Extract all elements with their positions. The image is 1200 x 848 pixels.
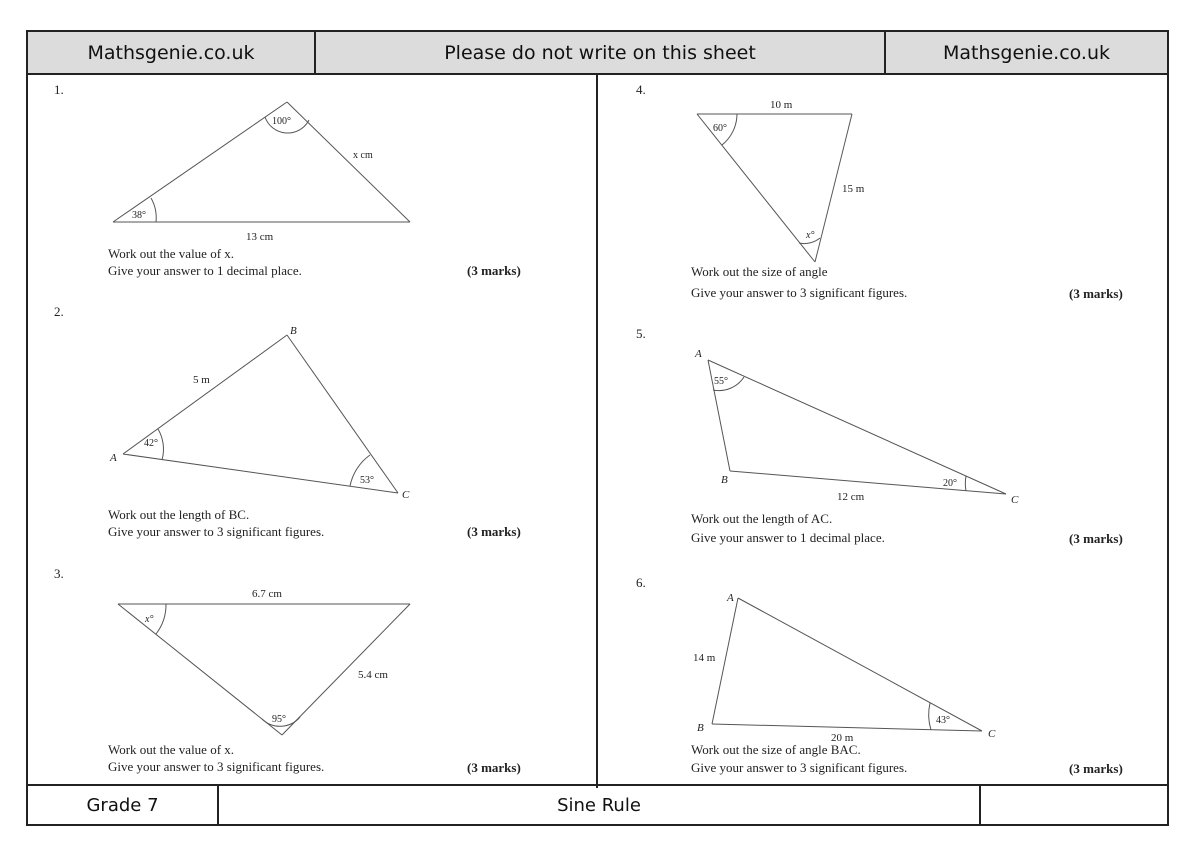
side-label: 20 m [831, 732, 854, 744]
vertex-label: B [290, 325, 297, 337]
angle-label: 38° [132, 210, 146, 221]
angle-label: 100° [272, 116, 291, 127]
vertex-label: C [402, 489, 410, 501]
header-left-site: Mathsgenie.co.uk [28, 32, 316, 73]
angle-label: 42° [144, 438, 158, 449]
question-instruction: Give your answer to 3 significant figure… [691, 285, 908, 300]
side-label: 6.7 cm [252, 588, 282, 600]
question-instruction: Give your answer to 1 decimal place. [108, 263, 302, 278]
vertex-label: A [109, 452, 117, 464]
footer-bar: Grade 7 Sine Rule [28, 784, 1167, 824]
angle-label: 55° [714, 376, 728, 387]
column-divider [596, 73, 598, 788]
question-number: 6. [636, 575, 646, 590]
question-number: 1. [54, 82, 64, 97]
angle-label: 20° [943, 478, 957, 489]
question-instruction: Give your answer to 3 significant figure… [108, 524, 325, 539]
question-number: 2. [54, 304, 64, 319]
angle-label: 43° [936, 715, 950, 726]
question-instruction: Give your answer to 1 decimal place. [691, 530, 885, 545]
marks-label: (3 marks) [467, 760, 521, 775]
question-instruction: Give your answer to 3 significant figure… [108, 759, 325, 774]
marks-label: (3 marks) [1069, 531, 1123, 546]
side-label: 5.4 cm [358, 669, 388, 681]
question-number: 3. [54, 566, 64, 581]
question-instruction: Work out the length of AC. [691, 511, 833, 526]
marks-label: (3 marks) [1069, 286, 1123, 301]
side-label: x cm [353, 150, 373, 161]
marks-label: (3 marks) [1069, 761, 1123, 776]
side-label: 10 m [770, 99, 793, 111]
vertex-label: B [721, 474, 728, 486]
vertex-label: A [726, 592, 734, 604]
question-number: 4. [636, 82, 646, 97]
side-label: 13 cm [246, 231, 274, 243]
question-instruction: Work out the value of x. [108, 742, 235, 757]
footer-grade: Grade 7 [28, 786, 219, 824]
angle-label: x° [805, 230, 814, 241]
header-notice: Please do not write on this sheet [316, 32, 886, 73]
angle-label: x° [144, 614, 153, 625]
side-label: 12 cm [837, 491, 865, 503]
side-label: 5 m [193, 374, 210, 386]
worksheet: Mathsgenie.co.uk Please do not write on … [26, 30, 1169, 826]
question-instruction: Work out the length of BC. [108, 507, 250, 522]
marks-label: (3 marks) [467, 524, 521, 539]
question-instruction: Work out the size of angle BAC. [691, 742, 861, 757]
question-instruction: Work out the size of angle [691, 264, 828, 279]
vertex-label: C [1011, 494, 1019, 506]
side-label: 14 m [693, 652, 716, 664]
header-right-site: Mathsgenie.co.uk [942, 41, 1111, 64]
question-instruction: Give your answer to 3 significant figure… [691, 760, 908, 775]
question-number: 5. [636, 326, 646, 341]
marks-label: (3 marks) [467, 263, 521, 278]
vertex-label: A [694, 348, 702, 360]
vertex-label: C [988, 728, 996, 740]
footer-title: Sine Rule [219, 786, 981, 824]
question-instruction: Work out the value of x. [108, 246, 235, 261]
side-label: 15 m [842, 183, 865, 195]
angle-label: 53° [360, 475, 374, 486]
angle-label: 95° [272, 714, 286, 725]
angle-label: 60° [713, 123, 727, 134]
vertex-label: B [697, 722, 704, 734]
